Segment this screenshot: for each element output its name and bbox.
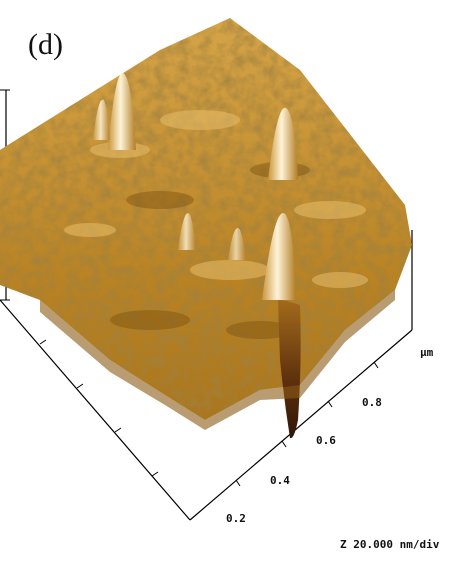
axis-unit-label: μm	[420, 346, 434, 359]
panel-label: (d)	[28, 28, 63, 61]
surface-peaks	[93, 72, 298, 300]
axis-tick-label: 0.4	[270, 474, 290, 487]
z-scale-label: Z 20.000 nm/div	[340, 538, 440, 551]
axis-tick-label: 0.2	[226, 512, 246, 525]
surface-edge	[40, 290, 395, 430]
axis-tick-label: 0.8	[362, 396, 382, 409]
axis-tick-label: 0.6	[316, 434, 336, 447]
surface-pit	[278, 300, 301, 439]
